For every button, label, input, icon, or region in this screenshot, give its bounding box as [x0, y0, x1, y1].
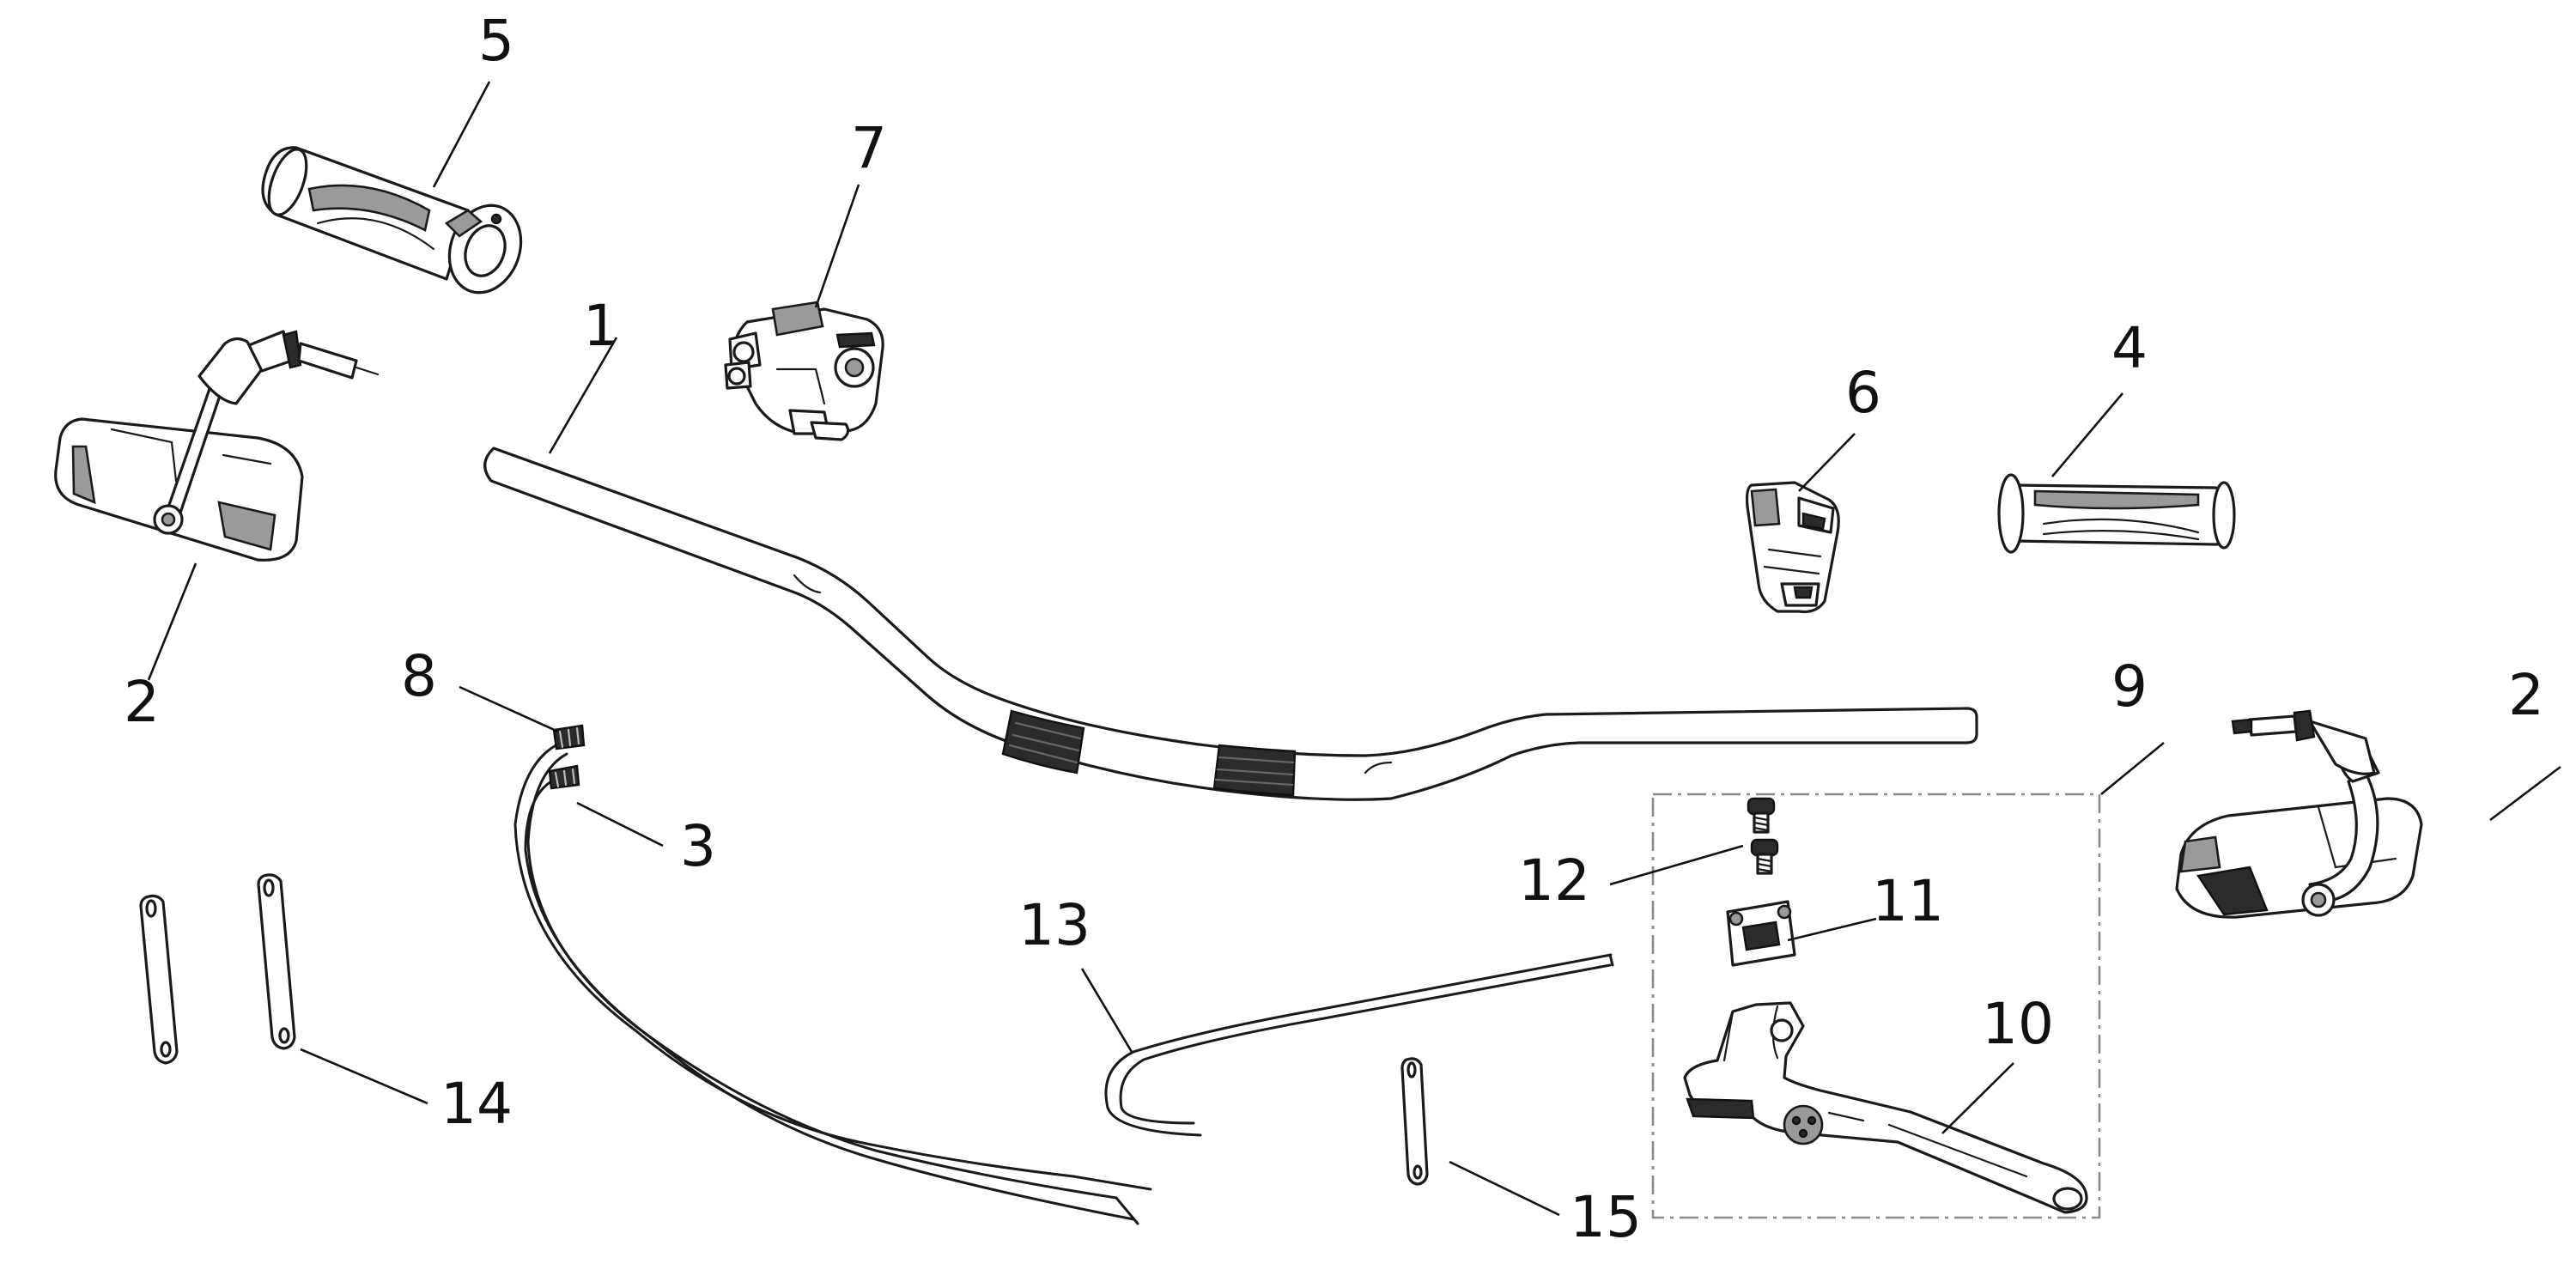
callout-1: 1 [583, 293, 619, 359]
callout-14: 14 [440, 1071, 513, 1137]
callout-2-left: 2 [124, 669, 160, 735]
cable-end-lower [548, 764, 580, 790]
callout-7: 7 [851, 115, 887, 181]
screws [1747, 797, 1779, 875]
callout-4: 4 [2111, 315, 2148, 381]
callout-6: 6 [1845, 360, 1881, 426]
mirror-left [54, 330, 380, 562]
clutch-cable [1104, 953, 1614, 1137]
callout-5: 5 [478, 8, 514, 74]
cable-tie-15 [1400, 1057, 1429, 1186]
callout-12: 12 [1518, 848, 1590, 914]
right-switch-housing [1745, 481, 1840, 614]
left-switch-housing [724, 301, 884, 441]
clutch-lever-kit-box [1651, 793, 2101, 1219]
clutch-lever [1683, 1001, 2088, 1214]
handlebar-grip-knurl-right [1212, 744, 1297, 797]
mirror-right-stem [2231, 709, 2380, 917]
callout-10: 10 [1982, 991, 2054, 1057]
handlebar-grip-knurl-left [1001, 709, 1085, 775]
callout-3: 3 [680, 813, 716, 879]
handlebar [483, 447, 1978, 801]
callout-8: 8 [401, 643, 437, 709]
callout-11: 11 [1872, 868, 1944, 934]
callout-15: 15 [1570, 1184, 1642, 1250]
lever-clamp [1726, 900, 1796, 967]
cable-ties-14 [139, 873, 296, 1065]
throttle-grip [261, 146, 523, 295]
mirror-right [2175, 709, 2423, 919]
cable-end-upper [552, 724, 586, 750]
mirror-left-stem [153, 330, 380, 535]
callout-numbers: 1 2 2 3 4 5 6 7 8 9 10 11 12 13 14 15 [124, 8, 2544, 1250]
callout-2-right: 2 [2508, 662, 2544, 728]
callout-13: 13 [1018, 892, 1091, 958]
left-grip [1997, 473, 2236, 554]
leader-lines [147, 81, 2561, 1217]
callout-9: 9 [2111, 653, 2148, 720]
throttle-cables [513, 724, 1152, 1225]
